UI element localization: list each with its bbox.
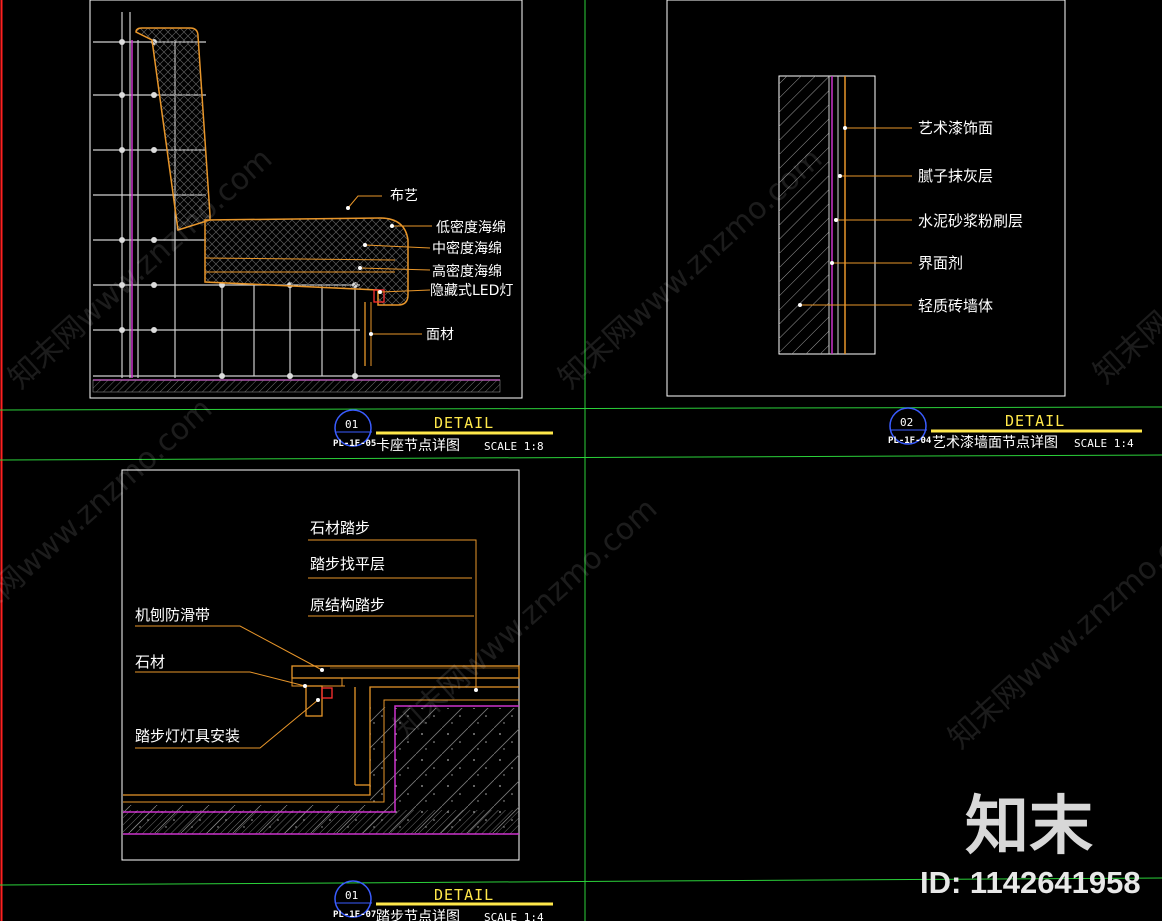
watermark-brand: 知末 [965,790,1093,864]
detail-header: DETAIL [434,886,494,904]
title-block-detail-02: 02 PL-1F-04 DETAIL 艺术漆墙面节点详图 SCALE 1:4 [888,407,1142,451]
title-block-detail-03: 01 PL-1F-07 DETAIL 踏步节点详图 SCALE 1:4 [333,880,553,921]
label-high-density-foam: 高密度海绵 [432,263,502,280]
label-art-paint-finish: 艺术漆饰面 [918,119,993,137]
label-tread-leveling-layer: 踏步找平层 [310,555,385,573]
watermark-id: ID: 1142641958 [920,865,1141,900]
detail-header: DETAIL [434,414,494,432]
detail-booth-seat-drawing: 布艺 低密度海绵 中密度海绵 高密度海绵 隐藏式LED灯 面材 [89,0,523,399]
label-putty-plaster: 腻子抹灰层 [918,167,993,185]
label-original-structure-tread: 原结构踏步 [310,596,385,614]
title-block-detail-01: 01 PL-1F-05 DETAIL 卡座节点详图 SCALE 1:8 [333,409,553,454]
label-lightweight-brick: 轻质砖墙体 [918,297,993,315]
detail-scale: SCALE 1:4 [1074,437,1134,450]
label-fabric: 布艺 [390,188,418,204]
detail-number: 01 [345,418,358,431]
detail-title: 艺术漆墙面节点详图 [932,435,1058,451]
label-stone: 石材 [135,653,165,671]
detail-code: PL-1F-07 [333,910,376,920]
detail-title: 踏步节点详图 [376,909,460,921]
detail-number: 01 [345,889,358,902]
detail-scale: SCALE 1:8 [484,440,544,453]
label-anti-slip-strip: 机刨防滑带 [135,606,210,624]
label-hidden-led: 隐藏式LED灯 [430,283,513,299]
detail-stair-step-drawing: 石材踏步 踏步找平层 原结构踏步 机刨防滑带 石材 踏步灯灯具安装 [121,469,520,861]
label-step-light-install: 踏步灯灯具安装 [135,727,240,745]
detail-number: 02 [900,416,913,429]
detail-code: PL-1F-05 [333,439,376,449]
label-cement-mortar: 水泥砂浆粉刷层 [918,212,1023,230]
watermark-text: 知末网www.znzmo.com [942,501,1162,756]
label-facing-material: 面材 [426,327,454,343]
watermark-text: 知末网www.znzmo.com [1087,136,1162,391]
detail-title: 卡座节点详图 [376,438,460,454]
label-interface-agent: 界面剂 [918,254,963,272]
detail-art-paint-wall-drawing: 艺术漆饰面 腻子抹灰层 水泥砂浆粉刷层 界面剂 轻质砖墙体 [666,0,1066,397]
label-medium-density-foam: 中密度海绵 [432,240,502,257]
watermark-text: 知末网www.znzmo.com [387,491,664,746]
detail-code: PL-1F-04 [888,436,932,446]
label-stone-tread: 石材踏步 [310,519,370,537]
detail-header: DETAIL [1005,412,1065,430]
detail-scale: SCALE 1:4 [484,911,544,921]
label-low-density-foam: 低密度海绵 [436,219,506,236]
